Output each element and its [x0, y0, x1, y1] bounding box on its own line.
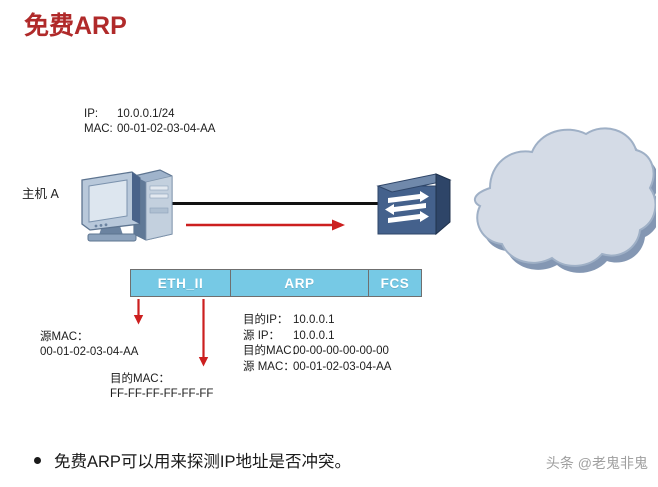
network-switch-icon — [372, 172, 454, 242]
host-ip-value: 10.0.0.1/24 — [117, 108, 175, 120]
watermark-label: 头条 @老鬼非鬼 — [545, 455, 648, 471]
summary-bullet-text: 免费ARP可以用来探测IP地址是否冲突。 — [54, 453, 352, 471]
arp-src-ip-value: 10.0.0.1 — [293, 329, 335, 342]
host-mac-key: MAC: — [84, 123, 113, 135]
ethernet-link-line — [170, 202, 382, 205]
arp-dest-mac-row: 目的MAC：00-00-00-00-00-00 — [243, 344, 391, 360]
dest-mac-annotation: 目的MAC： FF-FF-FF-FF-FF-FF — [110, 372, 213, 402]
bullet-dot-icon — [34, 456, 41, 464]
arp-src-mac-row: 源 MAC：00-01-02-03-04-AA — [243, 360, 391, 376]
red-down-arrow-icon — [133, 299, 144, 325]
frame-segment-eth[interactable]: ETH_II — [131, 270, 231, 296]
host-mac-value: 00-01-02-03-04-AA — [117, 123, 216, 135]
frame-segment-arp[interactable]: ARP — [231, 270, 369, 296]
frame-segment-fcs[interactable]: FCS — [369, 270, 421, 296]
source-mac-label: 源MAC： — [40, 331, 89, 343]
source-mac-value: 00-01-02-03-04-AA — [40, 346, 139, 358]
network-cloud-icon — [428, 116, 658, 276]
arp-dest-ip-value: 10.0.0.1 — [293, 314, 335, 326]
arp-detail-block: 目的IP： 10.0.0.1 源 IP： 10.0.0.1 目的MAC：00-00-… — [243, 313, 391, 375]
host-ip-mac-info: IP: 10.0.0.1/24 MAC: 00-01-02-03-04-AA — [84, 107, 215, 137]
summary-bullet-row: 免费ARP可以用来探测IP地址是否冲突。 — [34, 448, 351, 472]
dest-mac-label: 目的MAC： — [110, 373, 171, 385]
arp-src-ip-row: 源 IP： 10.0.0.1 — [243, 329, 391, 345]
arp-src-ip-label: 源 IP： — [243, 329, 281, 342]
host-mac-row: MAC: 00-01-02-03-04-AA — [84, 122, 215, 137]
arp-dest-mac-label: 目的MAC： — [243, 345, 304, 357]
red-down-arrow-icon — [198, 299, 209, 367]
desktop-computer-icon — [74, 168, 178, 246]
page-title: 免费ARP — [24, 12, 127, 40]
arp-src-mac-value: 00-01-02-03-04-AA — [293, 360, 392, 373]
host-name-label: 主机 A — [22, 187, 59, 201]
host-ip-key: IP: — [84, 108, 99, 120]
arp-dest-ip-label: 目的IP： — [243, 314, 289, 326]
arp-dest-ip-row: 目的IP： 10.0.0.1 — [243, 313, 391, 329]
red-right-arrow-icon — [186, 218, 346, 232]
arp-dest-mac-value: 00-00-00-00-00-00 — [293, 345, 389, 357]
ethernet-frame-bar: ETH_II ARP FCS — [130, 269, 422, 297]
arp-src-mac-label: 源 MAC： — [243, 360, 295, 373]
host-ip-row: IP: 10.0.0.1/24 — [84, 107, 215, 122]
source-mac-annotation: 源MAC： 00-01-02-03-04-AA — [40, 330, 138, 360]
dest-mac-value: FF-FF-FF-FF-FF-FF — [110, 388, 214, 400]
